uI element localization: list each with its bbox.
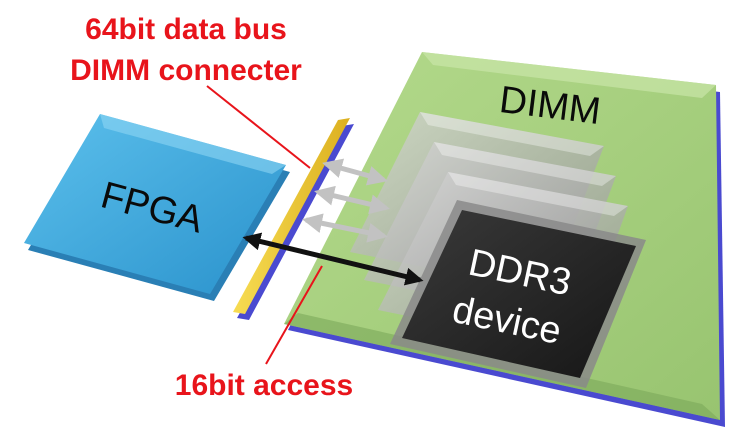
bus-callout-line1: 64bit data bus <box>85 13 287 46</box>
bus-callout-line2: DIMM connecter <box>70 54 302 87</box>
active-access-arrow <box>242 232 424 286</box>
access-callout-leader <box>265 265 323 365</box>
fpga-block <box>24 114 290 301</box>
inactive-arrow-2 <box>314 185 390 215</box>
inactive-arrow-1 <box>322 158 388 186</box>
access-callout: 16bit access <box>175 369 353 402</box>
ddr3-device-chip <box>390 200 646 388</box>
bus-callout-leader <box>206 85 311 169</box>
